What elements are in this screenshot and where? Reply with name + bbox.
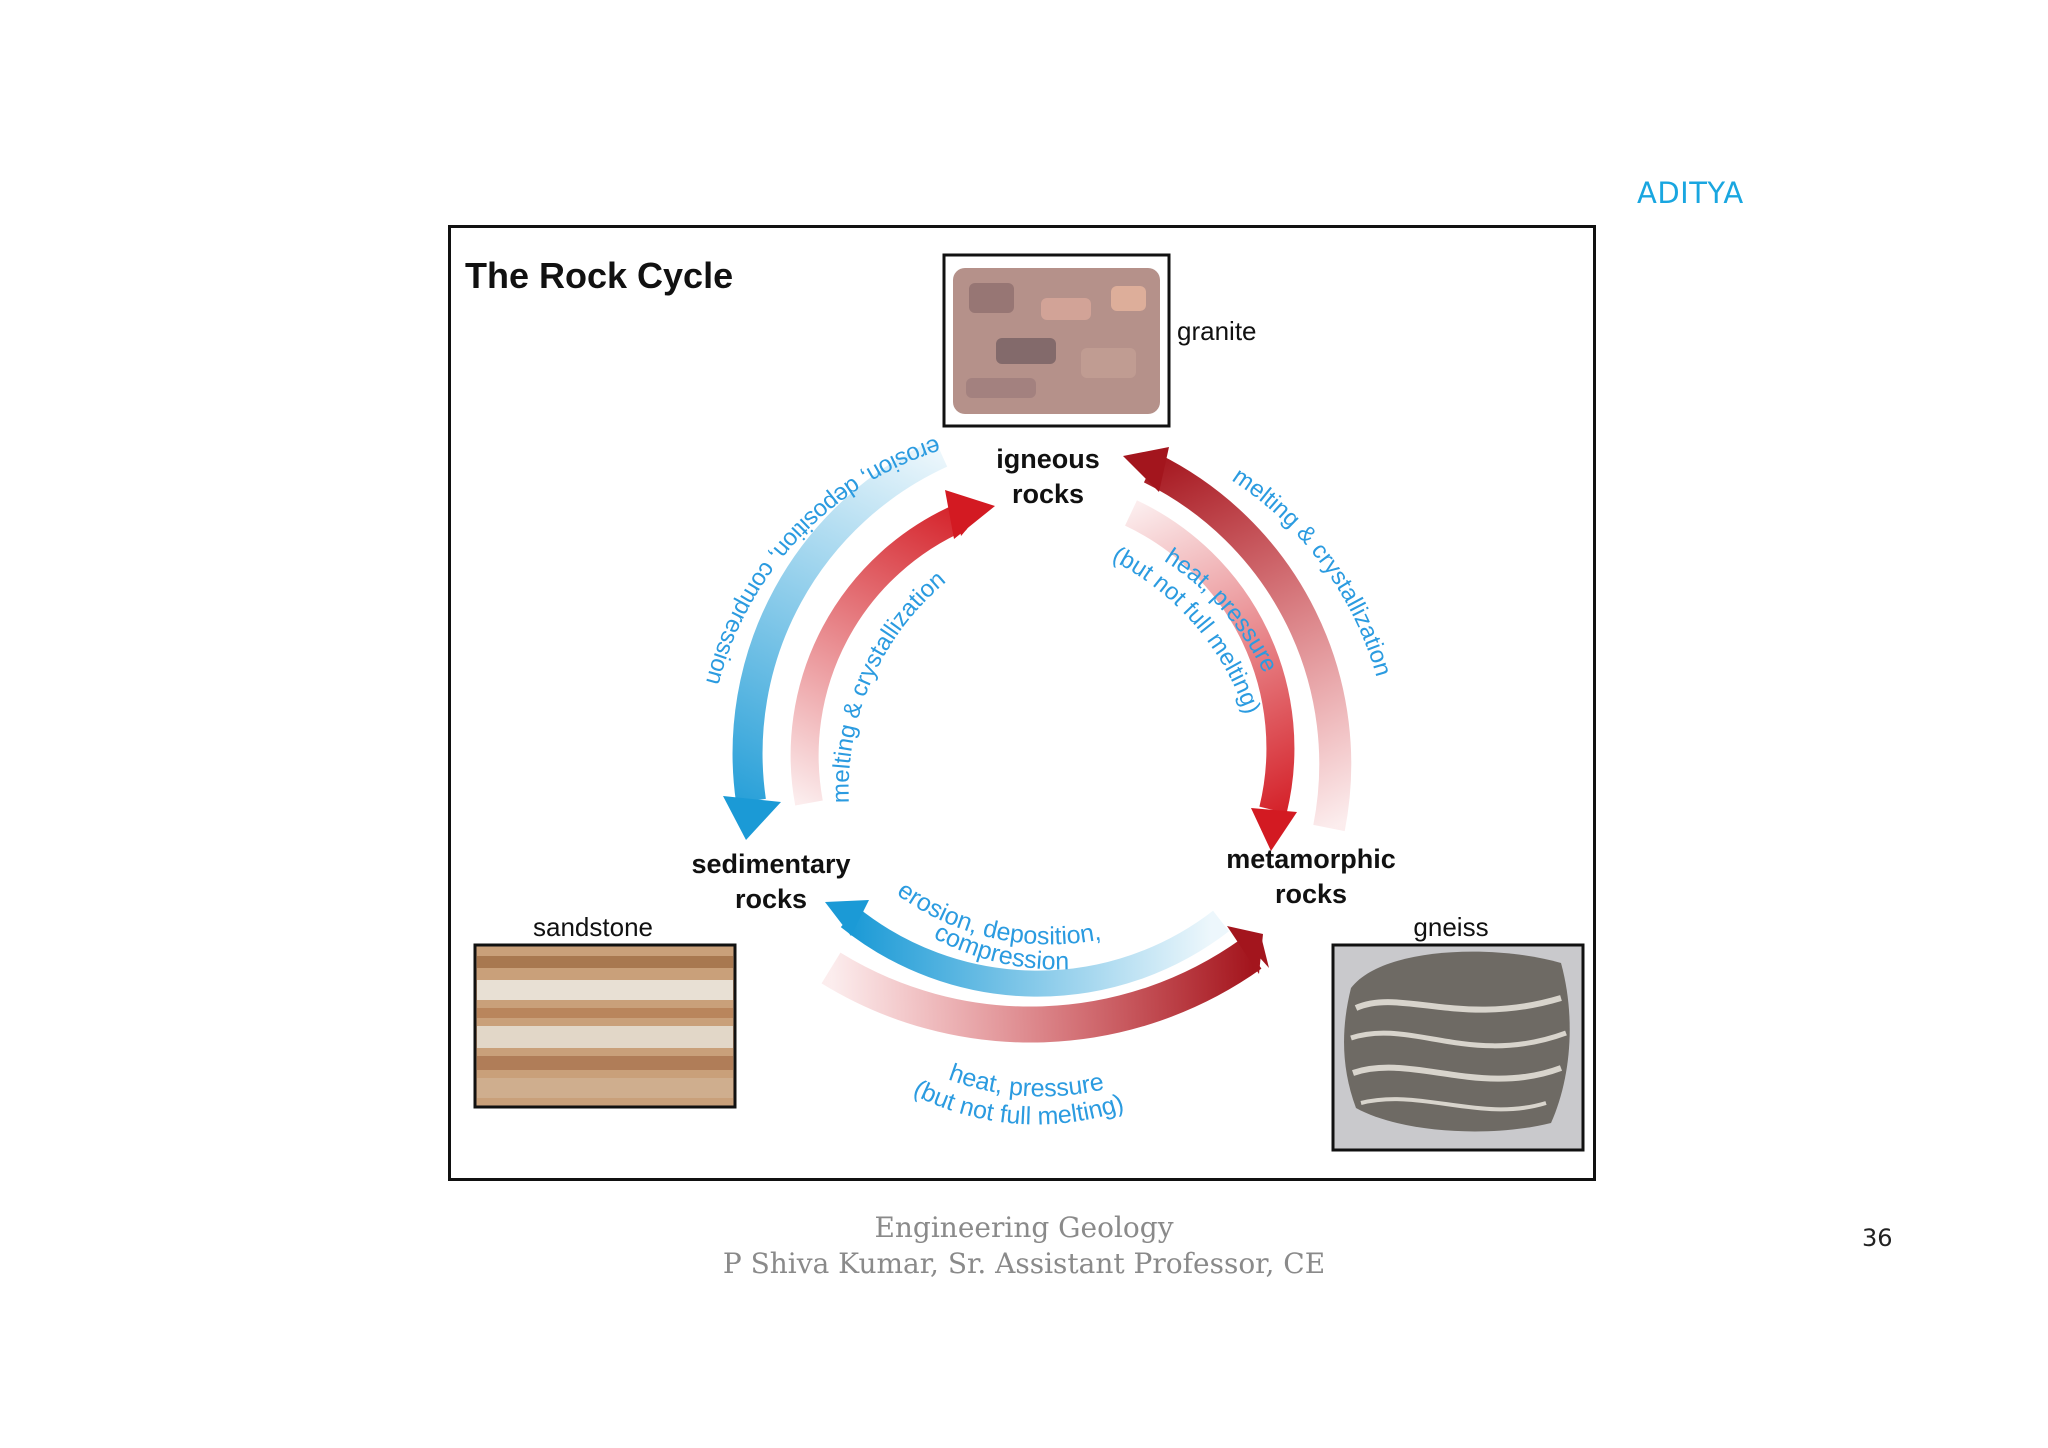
figure-title: The Rock Cycle — [465, 255, 733, 296]
metamorphic-rocks-label-line1: metamorphic — [1226, 844, 1396, 874]
rock-cycle-figure: The Rock Cycle granite sandstone gneiss … — [448, 225, 1596, 1181]
footer-course: Engineering Geology — [874, 1211, 1174, 1244]
sandstone-photo — [473, 943, 737, 1109]
gneiss-label: gneiss — [1413, 912, 1488, 942]
process-label-erosion-bottom-line1: erosion, deposition, — [892, 876, 1102, 950]
sandstone-label: sandstone — [533, 912, 653, 942]
arrow-sedimentary-to-igneous — [790, 490, 995, 806]
page-number: 36 — [1862, 1224, 1893, 1252]
metamorphic-rocks-label-line2: rocks — [1275, 879, 1347, 909]
rock-cycle-diagram: The Rock Cycle granite sandstone gneiss … — [465, 253, 1585, 1152]
granite-photo — [942, 253, 1171, 428]
granite-label: granite — [1177, 316, 1257, 346]
arrow-igneous-to-sedimentary — [723, 439, 948, 840]
arrow-metamorphic-to-igneous — [1123, 447, 1352, 832]
slide-footer: Engineering Geology P Shiva Kumar, Sr. A… — [624, 1210, 1424, 1282]
gneiss-photo — [1331, 943, 1585, 1152]
igneous-rocks-label-line2: rocks — [1012, 479, 1084, 509]
igneous-rocks-label-line1: igneous — [996, 444, 1100, 474]
arrow-sedimentary-to-metamorphic — [821, 926, 1269, 1043]
arrow-metamorphic-to-sedimentary — [825, 900, 1229, 997]
arrow-igneous-to-metamorphic — [1125, 500, 1297, 851]
footer-author: P Shiva Kumar, Sr. Assistant Professor, … — [722, 1247, 1326, 1280]
sedimentary-rocks-label-line2: rocks — [735, 884, 807, 914]
sedimentary-rocks-label-line1: sedimentary — [691, 849, 850, 879]
brand-logo-text: ADITYA — [1637, 176, 1744, 210]
